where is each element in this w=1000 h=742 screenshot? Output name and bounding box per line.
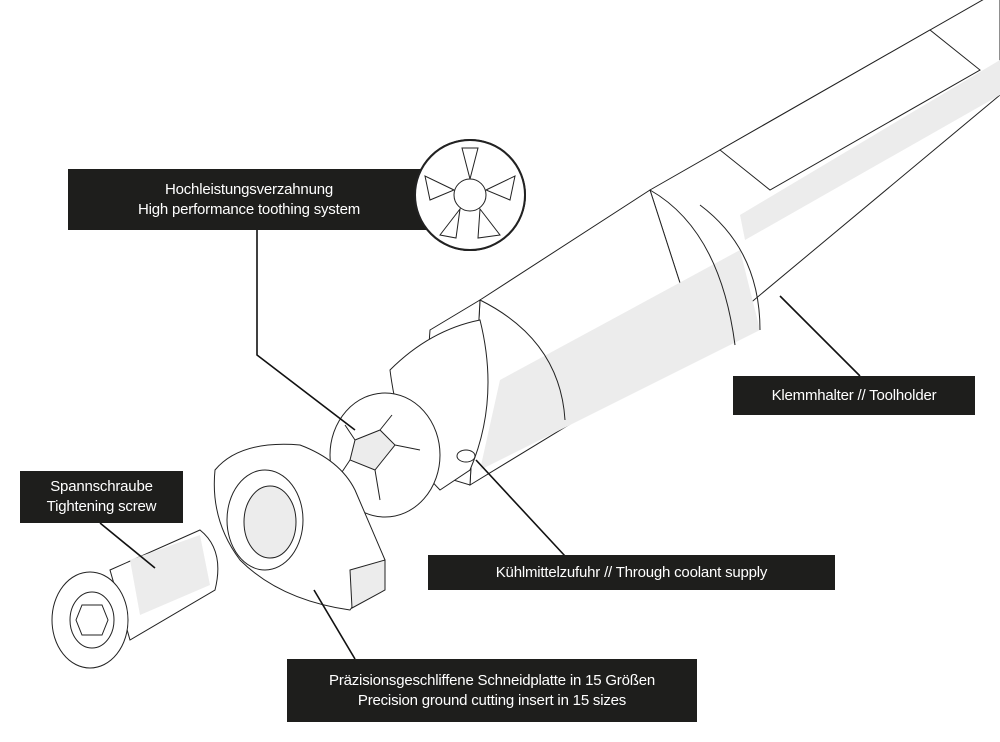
toothing-label: Hochleistungsverzahnung High performance… — [68, 169, 430, 230]
leader-lines — [99, 230, 861, 660]
coolant-label-text: Kühlmittelzufuhr // Through coolant supp… — [495, 563, 768, 581]
screw-drawing — [51, 529, 219, 669]
insert-label-en: Precision ground cutting insert in 15 si… — [357, 691, 627, 709]
screw-label-en: Tightening screw — [46, 498, 157, 515]
toothing-label-de: Hochleistungsverzahnung — [164, 180, 333, 198]
insert-label-de: Präzisionsgeschliffene Schneidplatte in … — [329, 671, 655, 689]
screw-label: Spannschraube Tightening screw — [20, 471, 183, 523]
toolholder-label-text: Klemmhalter // Toolholder — [771, 386, 937, 404]
screw-label-de: Spannschraube — [50, 478, 153, 495]
insert-label: Präzisionsgeschliffene Schneidplatte in … — [287, 659, 697, 722]
toothing-face-drawing — [329, 392, 441, 518]
toolholder-drawing — [389, 0, 1000, 491]
toolholder-label: Klemmhalter // Toolholder — [733, 376, 975, 415]
coolant-label: Kühlmittelzufuhr // Through coolant supp… — [428, 555, 835, 590]
insert-drawing — [213, 443, 386, 611]
toothing-label-en: High performance toothing system — [137, 200, 361, 218]
